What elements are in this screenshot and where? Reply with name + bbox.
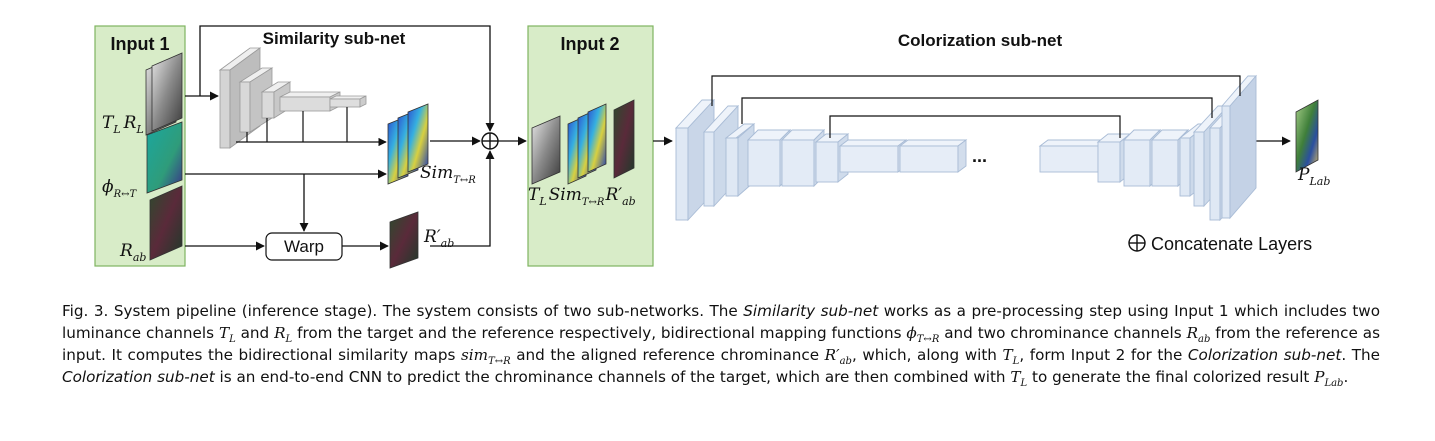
input2-title: Input 2 bbox=[561, 34, 620, 54]
concatenate-legend-label: Concatenate Layers bbox=[1151, 234, 1312, 254]
phi-mapping-image bbox=[146, 121, 183, 194]
colorization-subnet-title: Colorization sub-net bbox=[898, 31, 1063, 50]
label-sim: SimT↔R bbox=[420, 163, 476, 186]
data-flow-arrows bbox=[185, 25, 1291, 251]
svg-text:Rab: Rab bbox=[119, 241, 146, 264]
svg-text:PLab: PLab bbox=[1297, 165, 1330, 188]
pipeline-diagram: Input 1 Input 2 Similarity sub-net Color… bbox=[94, 25, 1330, 269]
colorization-skip-connections bbox=[711, 75, 1241, 138]
input2-tl-image bbox=[531, 115, 561, 185]
output-plab-image bbox=[1295, 99, 1319, 173]
concatenate-node bbox=[481, 132, 499, 150]
figure-caption: Fig. 3. System pipeline (inference stage… bbox=[62, 302, 1381, 390]
label-plab: PLab bbox=[1297, 165, 1330, 188]
similarity-subnet-blocks bbox=[218, 47, 367, 149]
similarity-connectors bbox=[236, 107, 387, 147]
input1-title: Input 1 bbox=[111, 34, 170, 54]
input2-rab-prime-image bbox=[613, 99, 635, 179]
rab-image bbox=[149, 185, 183, 261]
similarity-subnet-title: Similarity sub-net bbox=[263, 29, 406, 48]
colorization-ellipsis: ... bbox=[972, 146, 987, 166]
svg-text:SimT↔R: SimT↔R bbox=[420, 163, 476, 186]
label-phi: ϕR↔T bbox=[102, 177, 138, 200]
concatenate-legend: Concatenate Layers bbox=[1128, 234, 1312, 254]
pipeline-figure: Input 1 Input 2 Similarity sub-net Color… bbox=[94, 25, 1330, 269]
svg-text:R′ab: R′ab bbox=[423, 227, 454, 250]
label-rab: Rab bbox=[119, 241, 146, 264]
label-rab-prime: R′ab bbox=[423, 227, 454, 250]
warp-label: Warp bbox=[284, 237, 324, 256]
input2-sim-stack bbox=[567, 103, 607, 185]
similarity-map-stack bbox=[387, 103, 429, 185]
tl-rl-image-stack bbox=[145, 52, 183, 136]
svg-text:ϕR↔T: ϕR↔T bbox=[102, 177, 138, 200]
colorization-subnet-blocks bbox=[674, 74, 1257, 222]
rab-prime-image bbox=[389, 211, 419, 269]
